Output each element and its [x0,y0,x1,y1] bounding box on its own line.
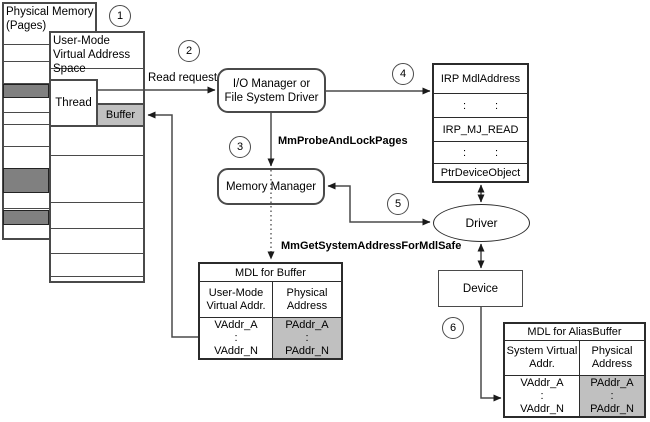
page-divider [3,146,49,147]
mmgetsystemaddressformdlsafe-label: MmGetSystemAddressForMdlSafe [281,240,462,252]
address-space-divider [51,202,143,203]
mdl-aliasbuffer-title: MDL for AliasBuffer [505,324,644,341]
mdl-aliasbuffer-table: MDL for AliasBuffer System Virtual Addr.… [503,322,646,418]
mdl-buffer-paddr-cell: PAddr_A : PAddr_N [272,318,341,358]
paddr-n: PAddr_N [590,402,634,415]
mdl-buffer-table: MDL for Buffer User-Mode Virtual Addr. P… [198,262,343,360]
page-divider [3,44,49,45]
step-2-badge: 2 [178,40,200,62]
irp-ellipsis-row: : : [434,141,527,163]
paddr-a: PAddr_A [590,376,634,389]
step-1-badge: 1 [109,5,131,27]
arrow-device-to-mdl-aliasbuffer [480,307,502,402]
page-divider [3,124,49,125]
irp-ellipsis-row: : : [434,93,527,117]
mdl-buffer-title: MDL for Buffer [200,264,341,282]
thread-box: Thread [49,79,98,127]
address-space-divider [51,253,143,254]
address-space-divider [51,276,143,277]
driver-label: Driver [465,216,498,230]
allocated-page-row [3,210,49,225]
vaddr-a: VAddr_A [520,376,564,389]
ptrdeviceobject-label: PtrDeviceObject [440,166,521,179]
step-6-number: 6 [449,322,457,334]
mdl-aliasbuffer-vaddr-cell: VAddr_A : VAddr_N [505,376,579,416]
vaddr-n: VAddr_N [520,402,564,415]
page-divider [3,83,49,84]
mmprobeandlockpages-label: MmProbeAndLockPages [278,135,408,147]
buffer-label: Buffer [105,109,136,121]
step-3-badge: 3 [229,136,251,158]
irp-mj-read-label: IRP_MJ_READ [442,123,519,136]
device-box: Device [438,270,523,307]
mdl-aliasbuffer-virtual-header: System Virtual Addr. [506,345,578,370]
io-manager-label: I/O Manager or File System Driver [224,77,319,104]
ellipsis: : [610,389,614,402]
ellipsis: : [540,389,544,402]
page-divider [3,112,49,113]
thread-label: Thread [55,97,92,109]
user-mode-address-space-box [49,31,145,283]
mdl-buffer-physical-header: Physical Address [272,282,341,317]
read-request-label: Read request [148,72,218,84]
irp-mdladdress-row: IRP MdlAddress [434,65,527,93]
vaddr-a: VAddr_A [214,318,258,331]
mdl-buffer-vaddr-cell: VAddr_A : VAddr_N [200,318,272,358]
allocated-page-row [3,168,49,193]
ellipsis: : [234,331,238,344]
step-2-number: 2 [185,45,193,57]
ellipsis: : [462,146,467,159]
address-space-divider [51,228,143,229]
vaddr-n: VAddr_N [214,344,258,357]
step-3-number: 3 [236,141,244,153]
paddr-n: PAddr_N [285,344,329,357]
step-6-badge: 6 [442,317,464,339]
ellipsis: : [494,99,499,112]
page-divider [3,61,49,62]
allocated-page-row [3,84,49,98]
physical-memory-label: Physical Memory (Pages) [6,6,94,32]
address-space-divider [51,68,143,69]
memory-manager-label: Memory Manager [225,180,317,193]
irp-mj-read-row: IRP_MJ_READ [434,117,527,141]
irp-ptrdeviceobject-row: PtrDeviceObject [434,163,527,181]
step-5-number: 5 [394,198,402,210]
irp-structure-table: IRP MdlAddress : : IRP_MJ_READ : : PtrDe… [432,63,529,183]
buffer-box: Buffer [96,103,145,127]
device-label: Device [462,282,499,295]
page-divider [3,238,49,239]
mdl-aliasbuffer-physical-header: Physical Address [579,341,644,375]
user-mode-address-space-label: User-Mode Virtual Address Space [53,35,131,75]
arrow-memory-manager-driver [327,182,431,226]
ellipsis: : [462,99,467,112]
mdl-aliasbuffer-paddr-cell: PAddr_A : PAddr_N [579,376,644,416]
step-5-badge: 5 [387,193,409,215]
step-4-number: 4 [399,68,407,80]
arrow-mdl-to-buffer [147,111,198,338]
ellipsis: : [305,331,309,344]
io-manager-box: I/O Manager or File System Driver [217,68,326,113]
step-1-number: 1 [116,10,124,22]
address-space-divider [51,155,143,156]
memory-manager-box: Memory Manager [217,168,325,205]
page-divider [3,208,49,209]
step-4-badge: 4 [392,63,414,85]
ellipsis: : [494,146,499,159]
mdl-buffer-virtual-header: User-Mode Virtual Addr. [206,286,266,312]
paddr-a: PAddr_A [285,318,329,331]
irp-mdladdress-label: IRP MdlAddress [440,73,521,85]
driver-ellipse: Driver [433,204,530,242]
